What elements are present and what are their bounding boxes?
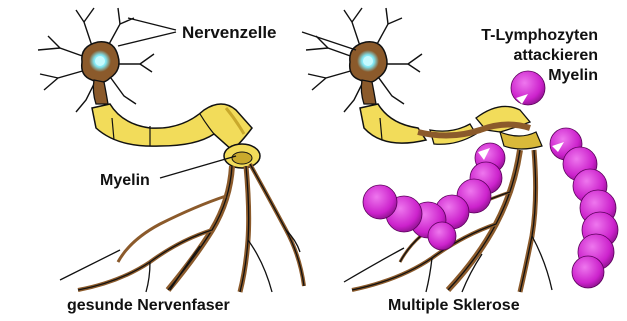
axon-terminals xyxy=(60,164,304,292)
caption-ms: Multiple Sklerose xyxy=(388,297,520,314)
t-lymphocytes-label-line1: T-Lymphozyten xyxy=(481,27,598,44)
caption-healthy: gesunde Nervenfaser xyxy=(67,297,230,314)
t-lymphocytes xyxy=(363,71,618,288)
damaged-myelin xyxy=(360,104,426,143)
t-lymphocyte xyxy=(428,222,456,250)
healthy-neuron xyxy=(38,8,304,292)
axon-hillock xyxy=(93,80,108,104)
t-lymphocytes-label-line2: attackieren xyxy=(514,47,599,64)
nerve-cell-label: Nervenzelle xyxy=(182,23,277,42)
t-lymphocyte xyxy=(363,185,397,219)
t-lymphocytes-label-line3: Myelin xyxy=(548,67,598,84)
myelin-label-left: Myelin xyxy=(100,172,150,189)
t-lymphocyte xyxy=(511,71,545,105)
t-lymphocyte xyxy=(572,256,604,288)
pointer-line-right xyxy=(302,32,356,50)
pointer-lines-left xyxy=(118,18,236,178)
